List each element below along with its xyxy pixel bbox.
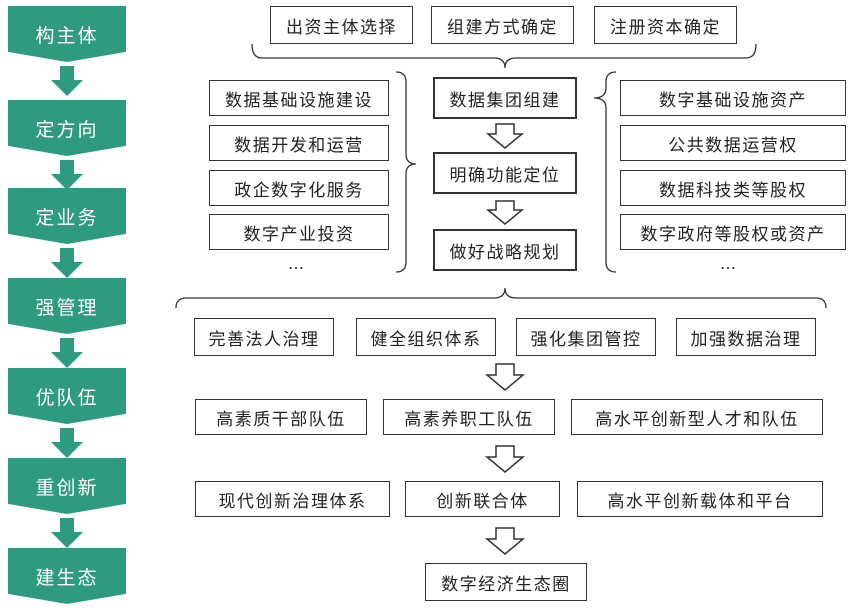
stage-arrow-down-icon (51, 518, 83, 548)
mgmt-data-governance: 加强数据治理 (676, 318, 816, 356)
mgmt-group-control: 强化集团管控 (516, 318, 656, 356)
asset-ellipsis: … (720, 254, 737, 273)
brace-right (593, 71, 617, 273)
asset-government-equity: 数字政府等股权或资产 (620, 214, 846, 250)
mgmt-organization-system: 健全组织体系 (356, 318, 496, 356)
brace-middle (175, 287, 827, 309)
asset-digital-infrastructure: 数字基础设施资产 (620, 80, 846, 116)
team-talent: 高水平创新型人才和队伍 (571, 399, 823, 435)
stage-emphasize-innovation: 重创新 (8, 458, 126, 514)
brace-left (395, 71, 417, 273)
stage-optimize-team: 优队伍 (8, 368, 126, 424)
stage-strengthen-management: 强管理 (8, 278, 126, 334)
innovation-consortium: 创新联合体 (405, 481, 560, 517)
hollow-arrow-5 (484, 527, 526, 555)
hollow-arrow-1 (485, 123, 525, 149)
brace-top (251, 43, 757, 69)
asset-public-data-rights: 公共数据运营权 (620, 125, 846, 161)
stage-arrow-down-icon (51, 428, 83, 458)
stage-build-ecology: 建生态 (8, 548, 126, 604)
top-option-funding-entity: 出资主体选择 (270, 6, 413, 44)
innovation-governance: 现代创新治理体系 (195, 481, 390, 517)
stage-build-entity: 构主体 (8, 6, 126, 62)
stage-arrow-down-icon (51, 338, 83, 368)
stage-arrow-down-icon (51, 248, 83, 278)
asset-data-tech-equity: 数据科技类等股权 (620, 170, 846, 206)
stage-set-business: 定业务 (8, 188, 126, 244)
top-option-registered-capital: 注册资本确定 (594, 6, 737, 44)
hollow-arrow-3 (484, 363, 526, 391)
stage-set-direction: 定方向 (8, 100, 126, 156)
business-digital-services: 政企数字化服务 (209, 170, 389, 206)
mgmt-corporate-governance: 完善法人治理 (194, 318, 334, 356)
step-function-positioning: 明确功能定位 (433, 152, 577, 194)
ecology-digital-economy: 数字经济生态圈 (425, 563, 587, 601)
stage-arrow-down-icon (51, 160, 83, 190)
business-data-development: 数据开发和运营 (209, 125, 389, 161)
business-digital-investment: 数字产业投资 (209, 214, 389, 250)
stage-arrow-down-icon (51, 66, 83, 96)
business-ellipsis: … (288, 254, 305, 273)
team-cadres: 高素质干部队伍 (195, 399, 367, 435)
hollow-arrow-4 (484, 445, 526, 473)
step-group-formation: 数据集团组建 (433, 77, 577, 119)
business-data-infrastructure: 数据基础设施建设 (209, 80, 389, 116)
hollow-arrow-2 (485, 200, 525, 225)
top-option-formation-method: 组建方式确定 (431, 6, 574, 44)
innovation-platforms: 高水平创新载体和平台 (577, 481, 823, 517)
team-staff: 高素养职工队伍 (383, 399, 555, 435)
step-strategic-planning: 做好战略规划 (433, 229, 577, 271)
